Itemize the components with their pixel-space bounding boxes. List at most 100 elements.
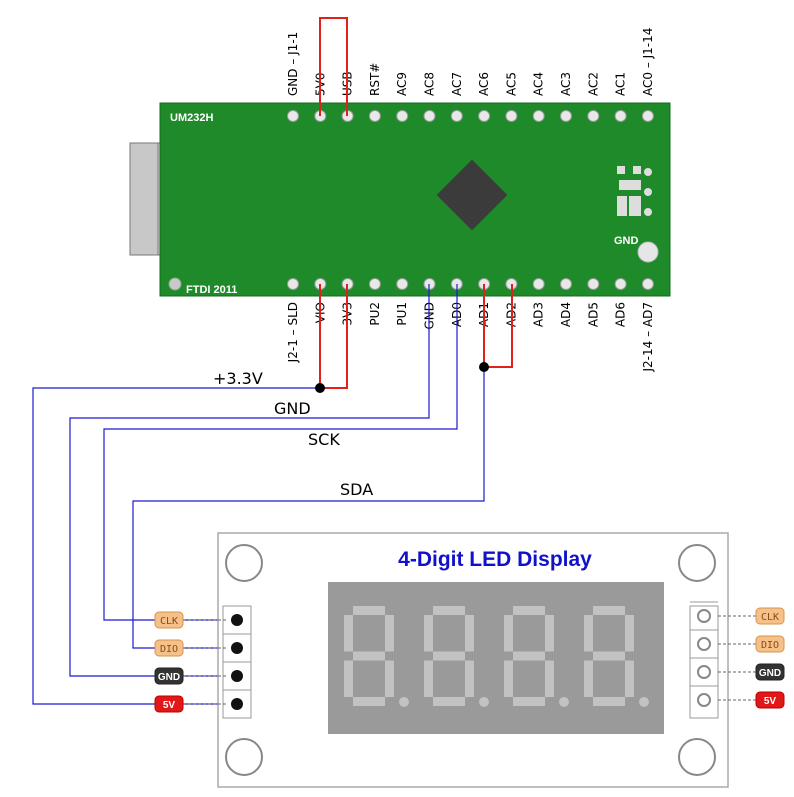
header-pin (231, 614, 243, 626)
seven-segment-digit (344, 606, 409, 707)
board-pin (587, 110, 600, 122)
smd-component (644, 168, 652, 176)
board-pin (614, 110, 627, 122)
header-pin (697, 693, 711, 707)
header-pin (697, 637, 711, 651)
mounting-hole-icon (225, 738, 263, 776)
decimal-point (559, 697, 569, 707)
segment (504, 615, 513, 652)
board-pin (450, 110, 463, 122)
smd-component (629, 196, 641, 216)
segment (433, 606, 465, 615)
top-pin-label: AC2 (586, 72, 600, 96)
board-pin (287, 110, 299, 122)
smd-component (644, 208, 652, 216)
pin-tag (755, 691, 785, 709)
pin-tag (755, 663, 785, 681)
segment (433, 651, 465, 661)
segment (593, 606, 625, 615)
junction-dot (315, 383, 325, 393)
pin-tag (154, 611, 184, 629)
segment (513, 697, 545, 706)
board-pin (560, 110, 572, 122)
mounting-hole-icon (678, 738, 716, 776)
board-pin (532, 278, 545, 290)
bottom-pin-label: PU2 (368, 302, 382, 326)
vio-3v3-jumper-wire (319, 284, 348, 389)
pin-tag-label: 5V (764, 696, 777, 707)
right-pin-header (689, 605, 719, 719)
segment (593, 651, 625, 661)
pin-tag (154, 667, 184, 685)
bottom-pin-label: AD5 (586, 302, 600, 327)
board-pin (423, 110, 436, 122)
pin-tag (154, 695, 184, 713)
decimal-point (479, 697, 489, 707)
segment (584, 615, 593, 652)
board-pin (587, 278, 600, 290)
board-pin (478, 110, 491, 122)
junction-dot (479, 362, 489, 372)
smd-component (619, 180, 641, 190)
board-pin (287, 278, 299, 290)
display-title: 4-Digit LED Display (398, 548, 592, 571)
bottom-pin-label: J2-14 – AD7 (641, 302, 655, 373)
bottom-pin-label: PU1 (395, 302, 409, 326)
top-pin-label: AC1 (614, 72, 628, 96)
board-footer: FTDI 2011 (186, 284, 237, 296)
smd-component (633, 166, 641, 174)
header-pin (697, 665, 711, 679)
pin-tag (755, 607, 785, 625)
mounting-hole-icon (678, 544, 716, 582)
um232h-board: UM232H FTDI 2011 GND (159, 102, 671, 297)
top-pin-label: AC9 (395, 72, 409, 96)
segment (545, 660, 554, 697)
bottom-pin-label: AD4 (559, 302, 573, 327)
top-pin-label: RST# (368, 63, 382, 96)
pin-tag-label: CLK (761, 612, 779, 623)
red-wires (319, 17, 513, 389)
v33-wire (32, 387, 320, 705)
board-pin (641, 110, 654, 122)
segment (625, 615, 634, 652)
smd-component (617, 166, 625, 174)
segment (593, 697, 625, 706)
segment (424, 660, 433, 697)
top-pin-label: AC6 (477, 72, 491, 96)
seven-segment-digit (584, 606, 649, 707)
segment (625, 660, 634, 697)
segment (433, 697, 465, 706)
board-pin (614, 278, 627, 290)
pin-tag-label: 5V (163, 700, 176, 711)
segment (584, 660, 593, 697)
header-pin (231, 670, 243, 682)
ftdi-chip (436, 159, 508, 231)
net-label-sda: SDA (340, 480, 373, 499)
decimal-point (399, 697, 409, 707)
pin-tag-label: DIO (160, 644, 178, 655)
seven-segment-digit (424, 606, 489, 707)
segment (344, 660, 353, 697)
pin-tag (154, 639, 184, 657)
pin-tag-label: DIO (761, 640, 779, 651)
net-label-gnd: GND (274, 399, 311, 418)
board-pin (560, 278, 572, 290)
gnd-pad (637, 241, 659, 263)
pin-tag (755, 635, 785, 653)
segment (385, 660, 394, 697)
pin-tag-label: GND (158, 672, 180, 683)
board-pin (532, 110, 545, 122)
segment (344, 615, 353, 652)
mounting-hole-icon (225, 544, 263, 582)
top-pin-label: AC4 (532, 72, 546, 96)
top-pin-label: GND – J1-1 (286, 32, 300, 96)
segment (513, 651, 545, 661)
net-label-sck: SCK (308, 430, 340, 449)
bottom-pin-label: AD3 (532, 302, 546, 327)
seven-segment-digits (344, 606, 649, 707)
gnd-pad-label: GND (614, 235, 639, 247)
header-pin (231, 698, 243, 710)
top-pin-label: AC7 (450, 72, 464, 96)
